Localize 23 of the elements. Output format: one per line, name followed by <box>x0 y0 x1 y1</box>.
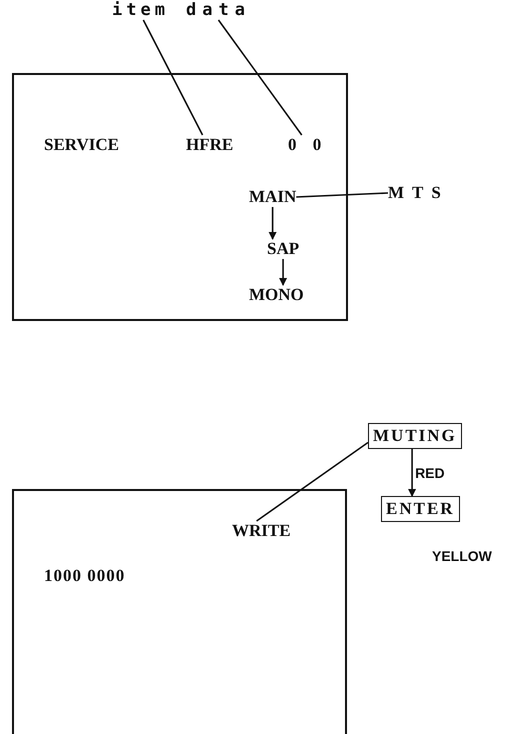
leader-line <box>142 20 204 136</box>
leader-line <box>256 442 368 522</box>
screen-text: 0 0 <box>288 135 328 155</box>
leader-line <box>218 20 302 136</box>
key-label: MUTING <box>368 423 462 449</box>
screen-text: MAIN <box>249 187 296 207</box>
mode-label: MTS <box>388 183 449 203</box>
screen-text: MONO <box>249 285 304 305</box>
arrow <box>279 259 288 286</box>
color-label: YELLOW <box>432 547 492 566</box>
arrow <box>408 449 416 497</box>
screen-frame <box>12 73 348 321</box>
screen-text: WRITE <box>232 521 291 541</box>
key-label: ENTER <box>381 496 460 522</box>
leader-label: item <box>112 0 169 20</box>
screen-text: HFRE <box>186 135 234 155</box>
arrow <box>268 207 277 240</box>
screen-text: 1000 0000 <box>44 566 126 586</box>
connector-line <box>296 192 388 198</box>
screen-text: SERVICE <box>44 135 119 155</box>
leader-label: data <box>186 0 251 20</box>
screen-frame <box>12 489 347 734</box>
screen-text: SAP <box>267 239 300 259</box>
